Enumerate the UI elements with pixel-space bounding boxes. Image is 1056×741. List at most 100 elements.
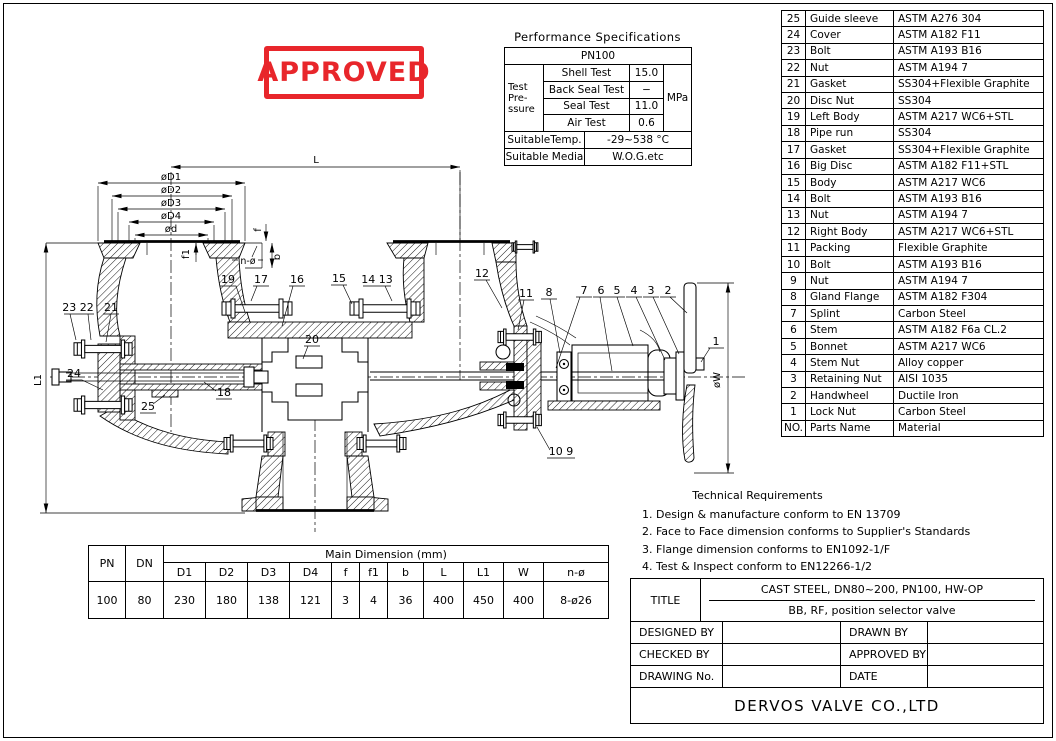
col-header: D1 <box>163 562 206 582</box>
dim-value: 400 <box>503 581 544 619</box>
part-name: Stem <box>805 321 894 339</box>
centerlines <box>50 172 745 532</box>
test-pressure-rows: Test Pre- ssure Shell Test Back Seal Tes… <box>505 65 691 132</box>
dim-b: b <box>272 254 283 260</box>
checked-by-label: CHECKED BY <box>631 644 723 666</box>
dim-header-row-2: D1 D2 D3 D4 f f1 b L L1 W n-ø <box>89 562 609 582</box>
part-no: 1 <box>781 403 806 421</box>
part-no: 12 <box>781 223 806 241</box>
title-divider <box>709 600 1035 601</box>
col-header: f1 <box>359 562 388 582</box>
suitable-media-value: W.O.G.etc <box>612 151 664 163</box>
part-no: 5 <box>781 337 806 356</box>
part-callouts: 19 17 16 15 14 13 12 11 8 7 6 5 4 3 2 1 … <box>62 267 724 459</box>
part-no: 9 <box>781 272 806 290</box>
date-value <box>928 666 1043 688</box>
dim-L: L <box>313 155 319 166</box>
dn-header: DN <box>125 545 164 582</box>
part-material: SS304 <box>893 91 1044 110</box>
performance-specs-title: Performance Specifications <box>514 30 681 44</box>
dim-L1: L1 <box>33 374 44 386</box>
title-label: TITLE <box>631 579 701 622</box>
dim-value: 138 <box>247 581 290 619</box>
col-header: L <box>423 562 464 582</box>
part-name: Left Body <box>805 108 894 126</box>
part-material: ASTM A194 7 <box>893 59 1044 77</box>
part-no: 16 <box>781 157 806 175</box>
pressure-class-cell: PN100 <box>505 48 691 65</box>
title-line-2: BB, RF, position selector valve <box>788 604 956 617</box>
part-material: Carbon Steel <box>893 403 1044 421</box>
callout-8: 8 <box>546 286 553 299</box>
title-line-1: CAST STEEL, DN80~200, PN100, HW-OP <box>760 583 984 596</box>
part-no: 4 <box>781 354 806 372</box>
dim-value: 121 <box>289 581 332 619</box>
part-no: 17 <box>781 141 806 159</box>
part-name: Lock Nut <box>805 403 894 421</box>
callout-2: 2 <box>665 284 672 297</box>
technical-requirements-title: Technical Requirements <box>692 489 823 502</box>
dn-value: 80 <box>125 581 164 619</box>
part-material: AISI 1035 <box>893 370 1044 388</box>
dim-value: 230 <box>163 581 206 619</box>
requirement-item: 1. Design & manufacture conform to EN 13… <box>642 508 901 521</box>
part-material: SS304 <box>893 124 1044 143</box>
part-material: ASTM A182 F6a CL.2 <box>893 321 1044 339</box>
callout-24: 24 <box>67 367 81 380</box>
dim-D2: øD2 <box>161 185 181 196</box>
callout-1: 1 <box>713 335 720 348</box>
part-no: 10 <box>781 255 806 274</box>
dim-D4: øD4 <box>161 211 181 222</box>
valve-body <box>51 240 705 512</box>
part-name: Packing <box>805 239 894 257</box>
part-material: ASTM A194 7 <box>893 206 1044 225</box>
part-name: Bolt <box>805 190 894 208</box>
part-material: Alloy copper <box>893 354 1044 372</box>
requirement-item: 3. Flange dimension conforms to EN1092-1… <box>642 542 891 556</box>
part-material: Flexible Graphite <box>893 239 1044 257</box>
technical-requirements-list: 1. Design & manufacture conform to EN 13… <box>642 506 970 576</box>
checked-by-value <box>723 644 841 666</box>
part-no: 19 <box>781 108 806 126</box>
requirement-item: 2. Face to Face dimension conforms to Su… <box>642 525 971 539</box>
dim-f1: f1 <box>181 249 192 259</box>
part-material: ASTM A193 B16 <box>893 42 1044 61</box>
col-header: f <box>331 562 360 582</box>
part-no: 23 <box>781 42 806 61</box>
drawn-by-value <box>928 622 1043 644</box>
part-name: Guide sleeve <box>805 9 894 28</box>
callout-4: 4 <box>631 284 638 297</box>
test-name: Seal Test <box>544 99 629 116</box>
part-material: ASTM A182 F11 <box>893 26 1044 44</box>
parts-header-no: NO. <box>781 419 806 438</box>
part-material: ASTM A217 WC6 <box>893 337 1044 356</box>
part-no: 25 <box>781 9 806 28</box>
approved-stamp: APPROVED <box>257 46 430 99</box>
col-header: D3 <box>247 562 290 582</box>
suitable-temp-label: SuitableTemp. <box>505 132 585 148</box>
part-name: Stem Nut <box>805 354 894 372</box>
test-name: Shell Test <box>544 65 629 82</box>
part-no: 8 <box>781 288 806 307</box>
title-block-row: DESIGNED BY DRAWN BY <box>631 622 1043 644</box>
part-name: Gasket <box>805 141 894 159</box>
col-header: W <box>503 562 544 582</box>
callout-10-9: 10 9 <box>549 445 574 458</box>
drawn-by-label: DRAWN BY <box>841 622 928 644</box>
callout-23-22: 23 22 <box>62 301 94 314</box>
suitable-media-row: Suitable Media W.O.G.etc <box>505 149 691 165</box>
